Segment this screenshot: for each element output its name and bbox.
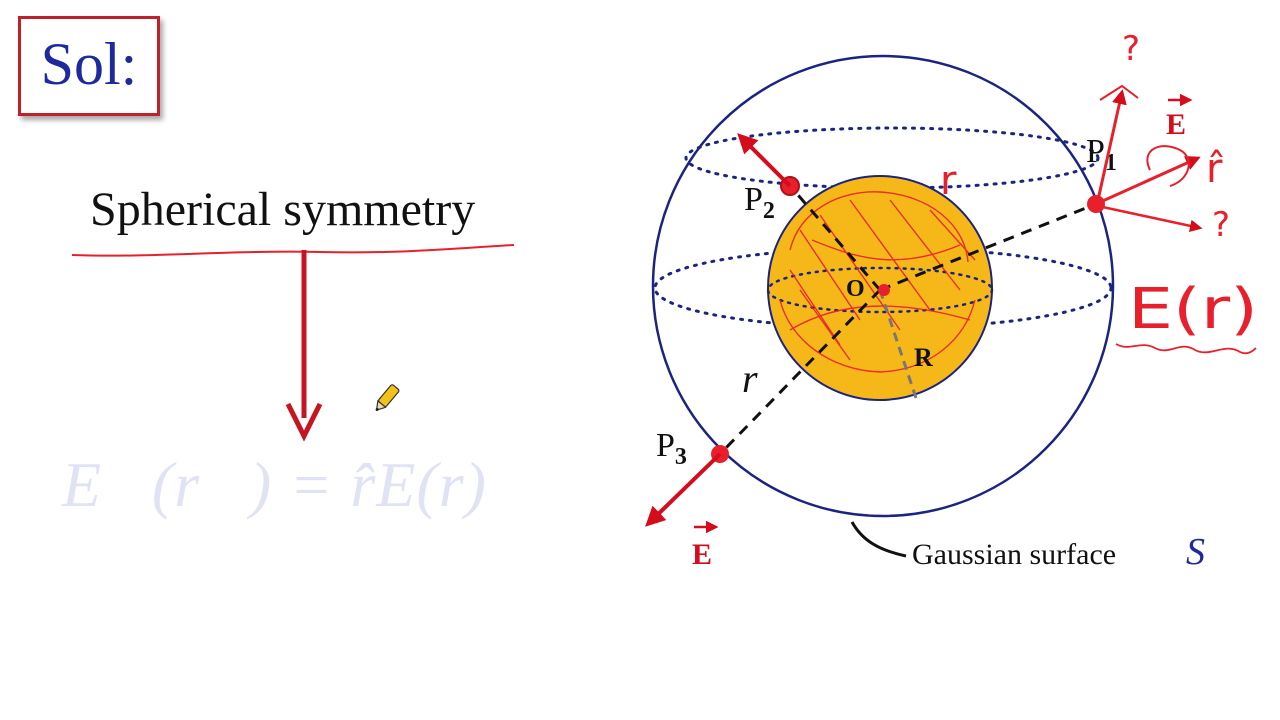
dashed-line-p3 (718, 288, 882, 456)
r-distance-label: r (742, 356, 758, 401)
dashed-line-p1 (879, 202, 1097, 292)
sol-label: Sol: (40, 31, 138, 97)
down-arrow-head (285, 402, 323, 442)
gaussian-surface-label: Gaussian surface (912, 538, 1116, 571)
gaussian-surface-symbol: S (1186, 531, 1205, 573)
gaussian-surface (651, 54, 1115, 518)
formula: E⃗(r⃗) = r̂E(r) (62, 449, 487, 520)
origin-point (878, 284, 890, 296)
handwritten-question-right: ? (1212, 205, 1230, 245)
e-of-r-underline (1115, 343, 1257, 355)
e-bottom-label: E (692, 538, 712, 571)
rotation-scribble (1146, 145, 1190, 187)
e-top-label-group: E (1166, 93, 1193, 141)
e-arrow-p1-down (1097, 204, 1203, 233)
topic-underline (71, 244, 515, 257)
e-top-label: E (1166, 108, 1186, 141)
e-arrow-p1-up (1096, 89, 1127, 201)
topic-heading: Spherical symmetry (90, 183, 476, 236)
origin-label: O (846, 276, 865, 302)
e-arrow-p1-up-head (1099, 84, 1139, 101)
dotted-inner-equator (766, 266, 994, 314)
e-arrow-p3 (645, 452, 722, 527)
handwritten-r: r (940, 158, 957, 204)
radius-line (878, 289, 918, 399)
handwritten-e-of-r: E(r) (1128, 277, 1258, 342)
p3-label: P3 (656, 427, 687, 470)
handwritten-question-top: ? (1122, 29, 1140, 69)
e-arrow-p1-radial (1095, 156, 1201, 206)
dotted-latitude-top (684, 126, 1100, 190)
p2-label: P2 (744, 181, 775, 224)
dashed-line-p2 (790, 187, 882, 291)
sphere-scribbles (779, 191, 976, 373)
e-arrow-p2 (737, 133, 792, 188)
radius-label: R (914, 343, 933, 372)
handwritten-r-hat: r̂ (1206, 146, 1223, 192)
sol-box: Sol: (18, 16, 160, 116)
e-bottom-label-group: E (692, 520, 719, 571)
pencil-cursor-icon (375, 384, 400, 412)
gaussian-pointer (850, 521, 907, 558)
